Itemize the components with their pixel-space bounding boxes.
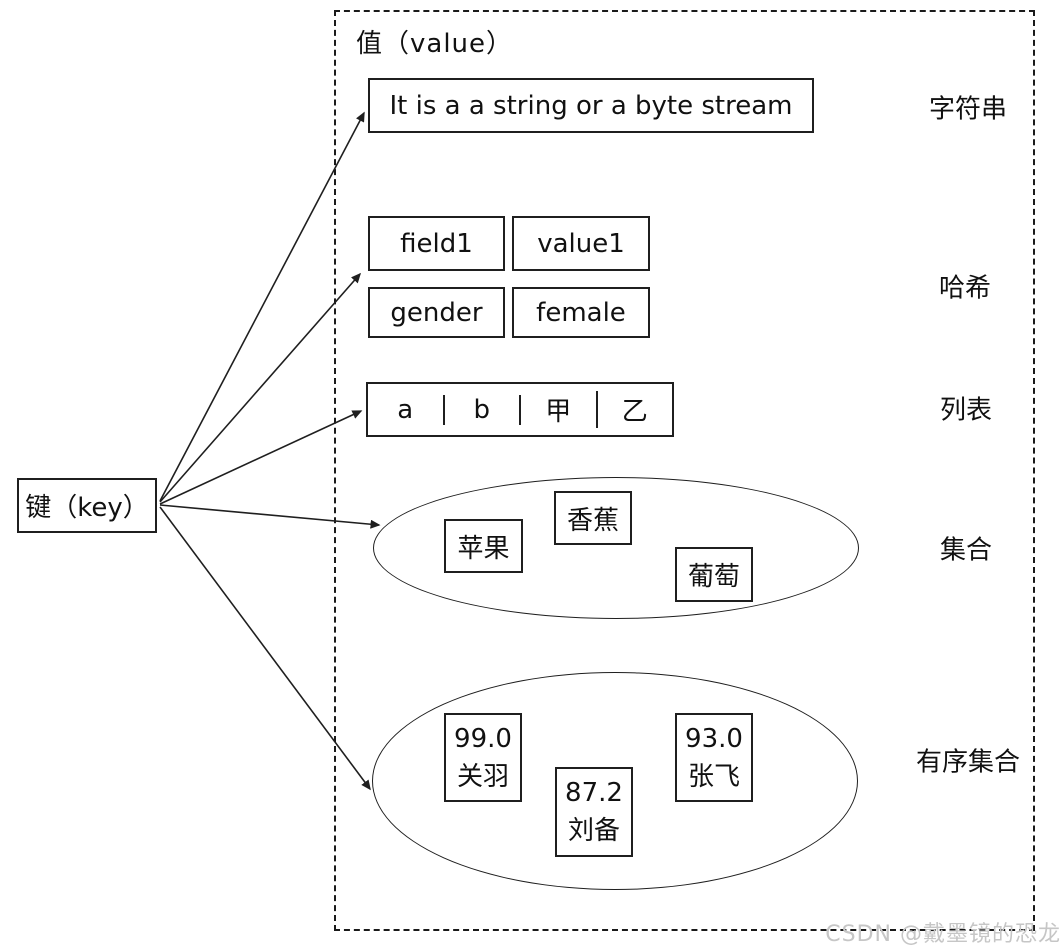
csdn-watermark: CSDN @戴墨镜的恐龙 xyxy=(825,922,1061,947)
set-item-box: 苹果 xyxy=(444,519,523,573)
sorted-set-item-box: 87.2 刘备 xyxy=(555,767,633,857)
hash-gender-cell: gender xyxy=(368,287,505,338)
sorted-set-ellipse xyxy=(372,672,858,890)
list-box: a b 甲 乙 xyxy=(366,382,674,437)
sorted-set-item-box: 93.0 张飞 xyxy=(675,713,753,802)
member-name: 张飞 xyxy=(687,761,740,792)
score-value: 99.0 xyxy=(454,723,512,754)
hash-value1-cell: value1 xyxy=(512,216,650,271)
sorted-set-item-box: 99.0 关羽 xyxy=(444,713,522,802)
score-value: 87.2 xyxy=(565,778,623,808)
value-region-label: 值（value） xyxy=(356,29,514,59)
type-label-sorted-set: 有序集合 xyxy=(915,747,1021,778)
list-cell: 甲 xyxy=(521,391,598,428)
score-value: 93.0 xyxy=(685,723,743,754)
set-ellipse xyxy=(373,477,859,619)
list-cell: 乙 xyxy=(621,397,648,427)
list-cell: b xyxy=(445,394,521,425)
list-cell: a xyxy=(368,394,445,425)
key-box: 键（key） xyxy=(17,478,157,533)
type-label-hash: 哈希 xyxy=(938,273,992,304)
type-label-string: 字符串 xyxy=(928,94,1008,125)
set-item-box: 葡萄 xyxy=(675,547,753,602)
string-value-box: It is a a string or a byte stream xyxy=(368,78,814,133)
type-label-list: 列表 xyxy=(939,395,993,426)
member-name: 关羽 xyxy=(456,761,509,792)
type-label-set: 集合 xyxy=(939,535,993,566)
hash-female-cell: female xyxy=(512,287,650,338)
set-item-box: 香蕉 xyxy=(554,491,632,545)
member-name: 刘备 xyxy=(567,816,620,846)
hash-field1-cell: field1 xyxy=(368,216,505,271)
